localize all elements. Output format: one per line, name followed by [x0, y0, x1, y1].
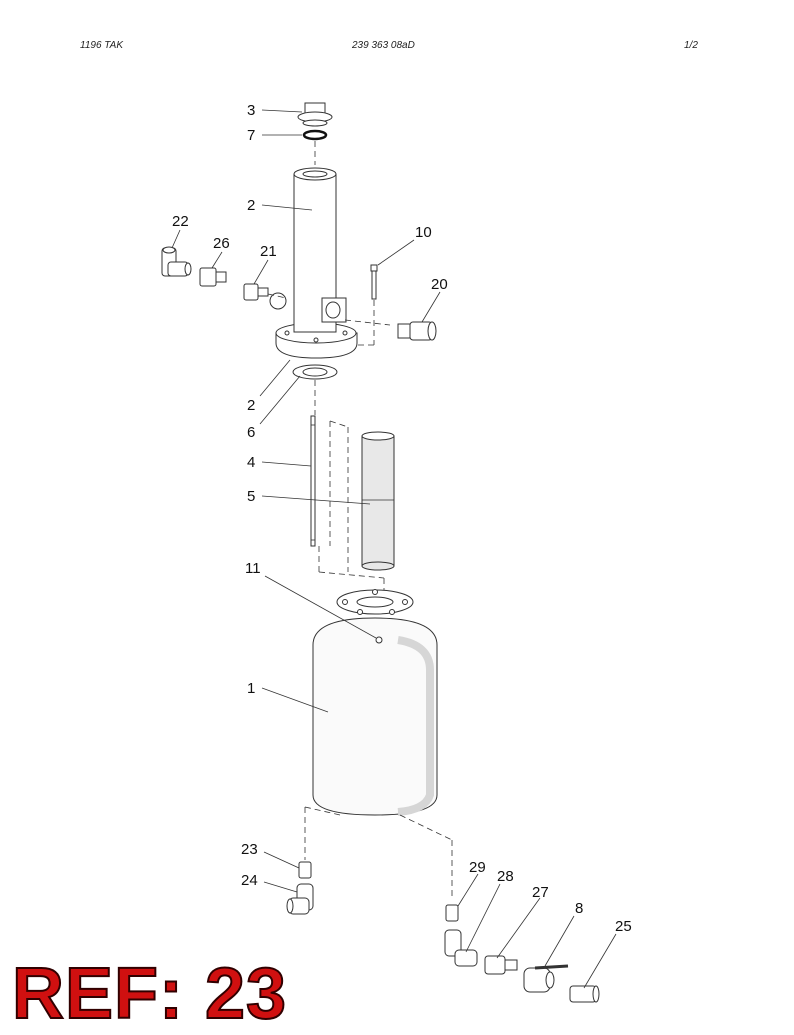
part-4-rod — [310, 415, 316, 547]
callout-20: 20 — [431, 276, 448, 293]
leader-lines — [171, 109, 617, 989]
callout-2-flange: 2 — [247, 397, 255, 414]
callout-24: 24 — [241, 872, 258, 889]
part-22-elbow — [161, 246, 192, 277]
part-8-valve — [523, 964, 569, 993]
part-24-elbow — [286, 883, 314, 915]
header-part-number: 239 363 08aD — [352, 40, 415, 51]
part-21-fitting — [243, 283, 269, 301]
part-20-fitting — [397, 321, 437, 341]
callout-26: 26 — [213, 235, 230, 252]
callout-25: 25 — [615, 918, 632, 935]
part-2-housing — [269, 167, 358, 359]
part-7-oring — [302, 129, 328, 141]
part-23-nipple — [298, 861, 312, 879]
part-1-tank — [312, 589, 438, 816]
header-page-number: 1/2 — [684, 40, 698, 51]
callout-11: 11 — [245, 560, 261, 577]
part-27-fitting — [484, 955, 518, 975]
part-26-fitting — [199, 267, 227, 287]
callout-1: 1 — [247, 680, 255, 697]
callout-22: 22 — [172, 213, 189, 230]
callout-7: 7 — [247, 127, 255, 144]
callout-23: 23 — [241, 841, 258, 858]
callout-8: 8 — [575, 900, 583, 917]
callout-10: 10 — [415, 224, 432, 241]
callout-3: 3 — [247, 102, 255, 119]
part-3-plug — [297, 102, 333, 127]
callout-6: 6 — [247, 424, 255, 441]
callout-2-housing: 2 — [247, 197, 255, 214]
header-doc-code: 1196 TAK — [80, 40, 123, 51]
part-25-fitting — [569, 985, 600, 1003]
callout-28: 28 — [497, 868, 514, 885]
part-10-bolt — [370, 264, 378, 300]
callout-27: 27 — [532, 884, 549, 901]
callout-21: 21 — [260, 243, 277, 260]
part-6-gasket — [292, 364, 338, 380]
callout-29: 29 — [469, 859, 486, 876]
part-5-filter — [361, 431, 395, 571]
callout-4: 4 — [247, 454, 255, 471]
callout-5: 5 — [247, 488, 255, 505]
ref-label: REF: 23 — [11, 954, 288, 1034]
part-28-elbow — [444, 929, 478, 967]
part-29-nipple — [445, 904, 459, 922]
